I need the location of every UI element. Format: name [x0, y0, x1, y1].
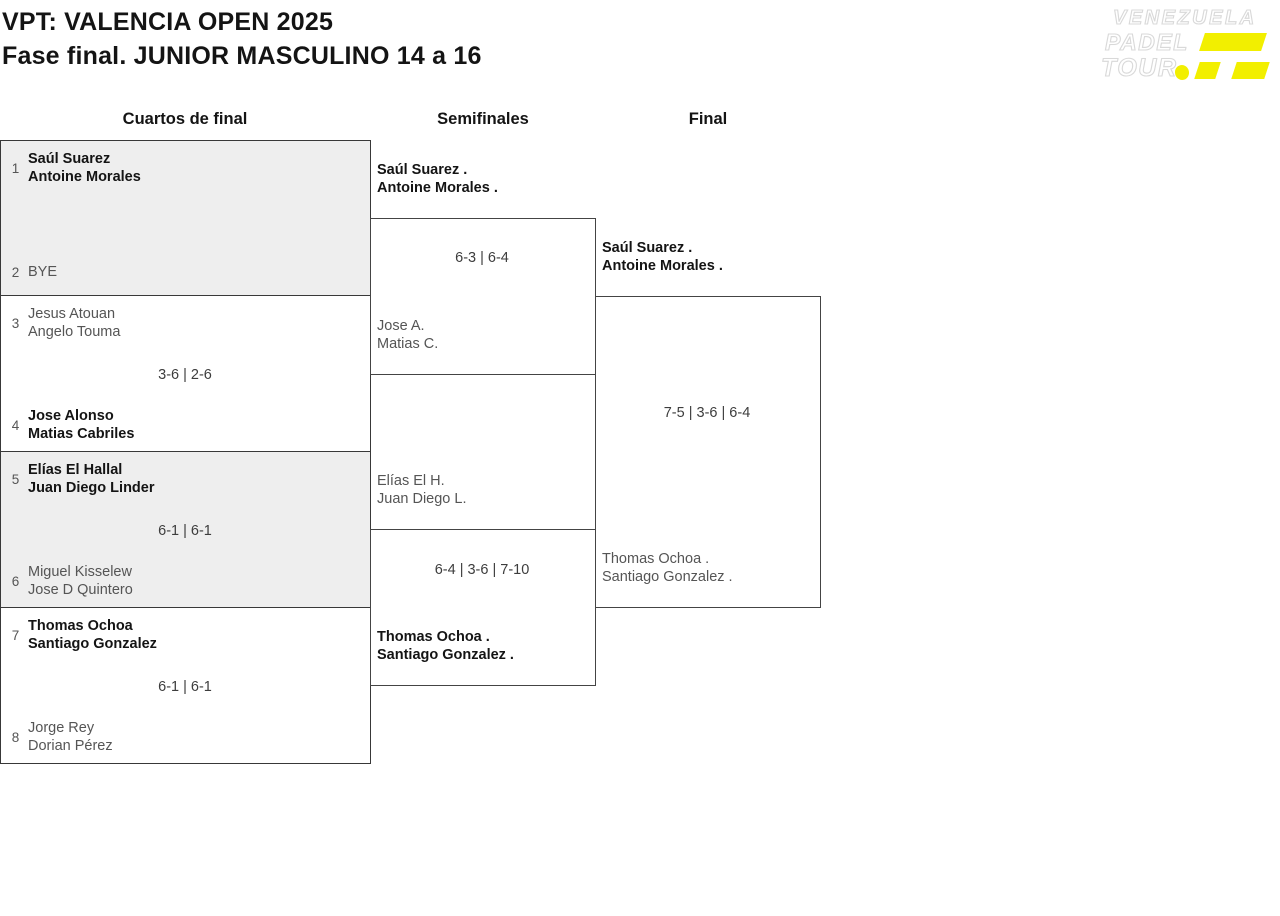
- player-name: Thomas Ochoa .: [602, 551, 710, 567]
- player-name: Matias C.: [377, 336, 439, 352]
- player-name: Santiago Gonzalez .: [602, 569, 733, 585]
- logo-yellow-bar: [1231, 62, 1270, 79]
- final-box: [595, 296, 821, 608]
- team-thomas-ochoa-santiago-gonzalez: 7 Thomas Ochoa Santiago Gonzalez: [8, 617, 157, 653]
- logo-yellow-bar: [1194, 62, 1221, 79]
- player-name: Juan Diego L.: [377, 491, 467, 507]
- player-name: Juan Diego Linder: [28, 480, 155, 496]
- sf2-team-bottom: Thomas Ochoa . Santiago Gonzalez .: [377, 628, 514, 664]
- seed-number: 7: [11, 627, 20, 643]
- seed-number: 6: [11, 573, 20, 589]
- page-subtitle: Fase final. JUNIOR MASCULINO 14 a 16: [2, 42, 482, 70]
- team-saul-suarez-antoine-morales: 1 Saúl Suarez Antoine Morales: [8, 150, 141, 186]
- player-name: Jose Alonso: [28, 408, 114, 424]
- sf1-score: 6-3 | 6-4: [455, 250, 509, 266]
- seed-number: 3: [11, 315, 20, 331]
- qf-match-2: 3 Jesus Atouan Angelo Touma 4 Jose Alons…: [0, 295, 371, 452]
- logo-text-venezuela: VENEZUELA: [1112, 7, 1257, 29]
- qf-match-2-score: 3-6 | 2-6: [158, 367, 212, 383]
- player-name: BYE: [28, 264, 58, 280]
- qf-match-3-score: 6-1 | 6-1: [158, 523, 212, 539]
- player-name: Antoine Morales: [28, 169, 141, 185]
- team-miguel-kisselew-jose-d-quintero: 6 Miguel Kisselew Jose D Quintero: [8, 563, 133, 599]
- player-name: Santiago Gonzalez: [28, 636, 157, 652]
- player-name: Thomas Ochoa: [28, 618, 133, 634]
- seed-number: 2: [11, 264, 20, 280]
- seed-number: 5: [11, 471, 20, 487]
- logo-text-padel: PADEL: [1104, 29, 1189, 55]
- player-name: Jorge Rey: [28, 720, 95, 736]
- player-name: Dorian Pérez: [28, 738, 113, 754]
- qf-match-3: 5 Elías El Hallal Juan Diego Linder 6 Mi…: [0, 451, 371, 608]
- seed-number: 1: [11, 160, 20, 176]
- sf2-score: 6-4 | 3-6 | 7-10: [434, 562, 530, 578]
- final-score: 7-5 | 3-6 | 6-4: [663, 405, 751, 421]
- player-name: Thomas Ochoa .: [377, 629, 490, 645]
- player-name: Jesus Atouan: [28, 306, 116, 322]
- column-header-quarterfinals: Cuartos de final: [122, 110, 248, 128]
- sf1-team-bottom: Jose A. Matias C.: [377, 317, 438, 353]
- player-name: Miguel Kisselew: [28, 564, 132, 580]
- player-name: Saúl Suarez .: [377, 162, 468, 178]
- player-name: Santiago Gonzalez .: [377, 647, 514, 663]
- team-elias-el-hallal-juan-diego-linder: 5 Elías El Hallal Juan Diego Linder: [8, 461, 155, 497]
- final-team-top: Saúl Suarez . Antoine Morales .: [602, 239, 723, 275]
- team-jesus-atouan-angelo-touma: 3 Jesus Atouan Angelo Touma: [8, 305, 121, 341]
- seed-number: 4: [11, 417, 20, 433]
- team-jose-alonso-matias-cabriles: 4 Jose Alonso Matias Cabriles: [8, 407, 135, 443]
- venezuela-padel-tour-logo: VENEZUELA PADEL TOUR: [1100, 4, 1276, 88]
- qf-match-4: 7 Thomas Ochoa Santiago Gonzalez 8 Jorge…: [0, 607, 371, 764]
- qf-match-4-score: 6-1 | 6-1: [158, 679, 212, 695]
- team-bye: 2 BYE: [8, 263, 57, 281]
- qf-match-1: 1 Saúl Suarez Antoine Morales 2 BYE: [0, 140, 371, 296]
- player-name: Saúl Suarez: [28, 151, 111, 167]
- sf2-team-top: Elías El H. Juan Diego L.: [377, 472, 466, 508]
- column-header-semifinals: Semifinales: [437, 110, 529, 128]
- final-team-bottom: Thomas Ochoa . Santiago Gonzalez .: [602, 550, 733, 586]
- player-name: Saúl Suarez .: [602, 240, 693, 256]
- sf1-team-top: Saúl Suarez . Antoine Morales .: [377, 161, 498, 197]
- team-jorge-rey-dorian-perez: 8 Jorge Rey Dorian Pérez: [8, 719, 113, 755]
- player-name: Jose D Quintero: [28, 582, 133, 598]
- player-name: Antoine Morales .: [377, 180, 498, 196]
- logo-yellow-bar: [1199, 33, 1267, 51]
- logo-text-tour: TOUR: [1100, 54, 1178, 82]
- player-name: Antoine Morales .: [602, 258, 723, 274]
- player-name: Angelo Touma: [28, 324, 121, 340]
- player-name: Elías El Hallal: [28, 462, 123, 478]
- player-name: Matias Cabriles: [28, 426, 135, 442]
- column-header-final: Final: [688, 110, 728, 128]
- player-name: Jose A.: [377, 318, 425, 334]
- player-name: Elías El H.: [377, 473, 445, 489]
- seed-number: 8: [11, 729, 20, 745]
- page-title: VPT: VALENCIA OPEN 2025: [2, 8, 334, 36]
